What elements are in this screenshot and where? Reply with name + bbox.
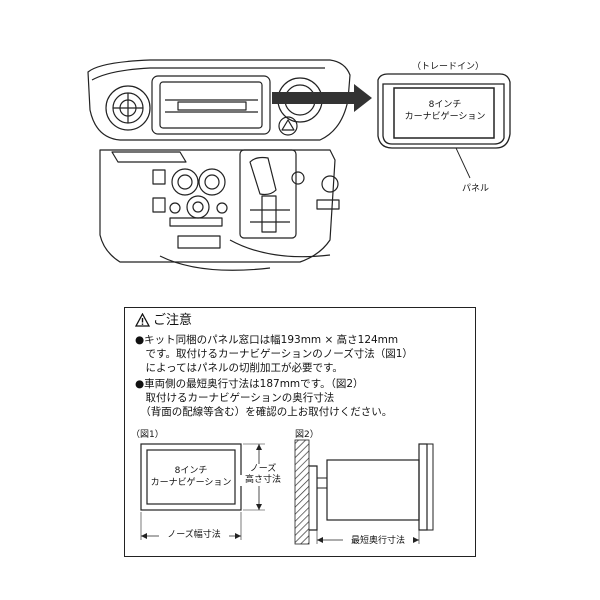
fig2-depth-label: 最短奥行寸法: [343, 536, 413, 547]
notice-line: です。取付けるカーナビゲーションのノーズ寸法（図1）: [135, 348, 413, 360]
notice-title: ご注意: [153, 313, 193, 328]
notice-line: ●車両側の最短奥行寸法は187mmです。（図2）: [135, 378, 364, 390]
warning-icon: [135, 313, 150, 327]
notice-line: 取付けるカーナビゲーションの奥行寸法: [135, 392, 335, 404]
panel-screen-line2: カーナビゲーション: [404, 112, 486, 122]
fig1-screen-line2: カーナビゲーション: [150, 478, 232, 488]
fig1-label: （図1）: [131, 430, 164, 440]
fig1-diagram: [140, 443, 265, 540]
fig1-height-label-line2: 高さ寸法: [239, 475, 287, 486]
fig1-screen-line1: 8インチ: [174, 466, 208, 476]
panel-label: パネル: [462, 184, 490, 194]
notice-line: ●キット同梱のパネル窓口は幅193mm × 高さ124mm: [135, 334, 399, 346]
dashboard-illustration: [87, 59, 511, 271]
notice-line: によってはパネルの切削加工が必要です。: [135, 362, 343, 374]
fig2-label: 図2）: [295, 430, 319, 440]
panel-caption: （トレードイン）: [412, 62, 485, 72]
fig1-height-label-line1: ノーズ: [243, 464, 283, 475]
notice-line: （背面の配線等含む）を確認の上お取付けください。: [135, 406, 393, 418]
notice-box: ご注意 ●キット同梱のパネル窓口は幅193mm × 高さ124mm です。取付け…: [124, 307, 476, 557]
fig1-width-label: ノーズ幅寸法: [159, 530, 229, 541]
fig2-diagram: [294, 439, 434, 545]
panel-screen-line1: 8インチ: [428, 100, 462, 110]
